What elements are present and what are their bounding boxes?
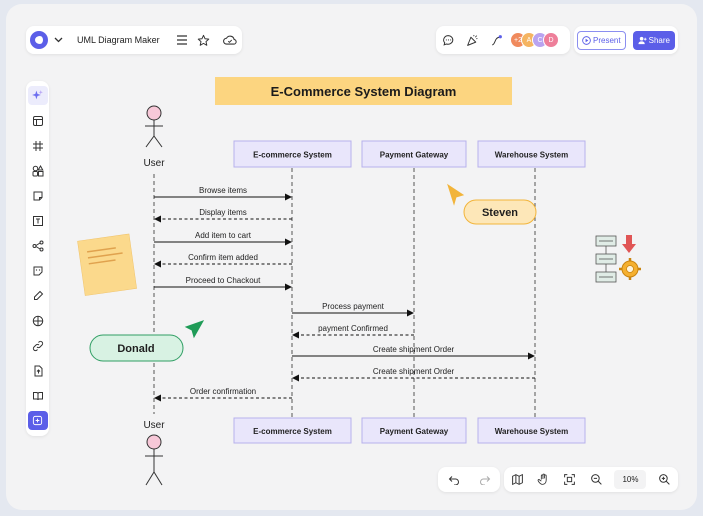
zoom-level[interactable]: 10%	[614, 470, 647, 489]
celebrate-icon[interactable]	[464, 32, 480, 48]
present-label: Present	[593, 35, 621, 45]
message-label: Proceed to Chackout	[186, 276, 261, 285]
participant-ecommerce-top[interactable]: E-commerce System	[233, 140, 352, 168]
workflow-gear-icon	[595, 235, 641, 283]
collaborator-tag-donald: Donald	[89, 334, 184, 362]
view-controls-bar: 10%	[504, 467, 678, 492]
user-add-icon	[638, 36, 647, 44]
message[interactable]: Proceed to Chackout	[154, 276, 292, 291]
participant-label: E-commerce System	[253, 427, 332, 436]
participant-label: Warehouse System	[495, 427, 569, 436]
cursor-steven	[447, 183, 465, 206]
message-label: Process payment	[322, 302, 385, 311]
message-label: Display items	[199, 208, 247, 217]
participant-label: Payment Gateway	[380, 151, 449, 160]
participant-ecommerce-bottom[interactable]: E-commerce System	[233, 417, 352, 444]
collaborator-tag-steven: Steven	[463, 199, 537, 225]
connector-icon[interactable]	[488, 32, 504, 48]
map-icon[interactable]	[509, 472, 525, 488]
star-icon[interactable]	[196, 32, 212, 48]
message-label: Browse items	[199, 186, 247, 195]
plus-icon	[32, 416, 43, 426]
app-frame: UML Diagram Maker +2 A C D	[6, 4, 697, 510]
logo-icon[interactable]	[30, 31, 48, 49]
collaborator-name: Donald	[117, 343, 154, 355]
link-icon[interactable]	[28, 336, 48, 355]
sticker-icon[interactable]	[28, 261, 48, 280]
actor-label-bottom: User	[143, 420, 165, 431]
pen-icon[interactable]	[28, 286, 48, 305]
collaboration-toolbar: +2 A C D	[436, 26, 570, 54]
participant-payment-bottom[interactable]: Payment Gateway	[361, 417, 467, 444]
message-label: Add item to cart	[195, 231, 252, 240]
message[interactable]: Browse items	[154, 186, 292, 201]
diagram-title[interactable]: E-Commerce System Diagram	[215, 77, 512, 105]
zoom-in-icon[interactable]	[657, 472, 673, 488]
frame-icon[interactable]	[28, 136, 48, 155]
chevron-down-icon[interactable]	[54, 35, 63, 46]
message-label: Create shipment Order	[373, 345, 455, 354]
participant-label: Payment Gateway	[380, 427, 449, 436]
library-icon[interactable]	[28, 386, 48, 405]
top-left-toolbar: UML Diagram Maker	[26, 26, 242, 54]
message[interactable]: Process payment	[292, 302, 414, 317]
table-icon[interactable]	[28, 311, 48, 330]
user-actor-top[interactable]	[145, 105, 163, 148]
undo-redo-bar	[438, 467, 500, 492]
message[interactable]: payment Confirmed	[292, 324, 414, 339]
participant-label: Warehouse System	[495, 151, 569, 160]
participant-payment-top[interactable]: Payment Gateway	[361, 140, 467, 168]
cursor-donald	[184, 320, 205, 339]
mind-map-icon[interactable]	[28, 236, 48, 255]
sticky-note[interactable]	[77, 233, 137, 296]
message-label: Order confirmation	[190, 387, 256, 396]
template-icon[interactable]	[28, 111, 48, 130]
redo-icon[interactable]	[477, 472, 493, 488]
shapes-icon[interactable]	[28, 161, 48, 180]
message[interactable]: Display items	[154, 208, 292, 223]
menu-icon[interactable]	[174, 32, 190, 48]
message[interactable]: Confirm item added	[154, 253, 292, 268]
diagram-canvas[interactable]: User User E-commerce System Payment Gate…	[6, 4, 697, 510]
left-sidebar	[26, 81, 49, 436]
present-button[interactable]: Present	[577, 30, 626, 50]
more-tools-button[interactable]	[27, 411, 48, 431]
participant-label: E-commerce System	[253, 151, 332, 160]
hand-icon[interactable]	[535, 472, 551, 488]
comment-icon[interactable]	[440, 32, 456, 48]
avatar[interactable]: D	[543, 32, 559, 48]
fit-screen-icon[interactable]	[562, 472, 578, 488]
user-actor-bottom[interactable]	[145, 434, 163, 486]
participant-warehouse-bottom[interactable]: Warehouse System	[477, 417, 586, 444]
share-label: Share	[648, 35, 670, 45]
message[interactable]: Create shipment Order	[292, 367, 535, 382]
participant-warehouse-top[interactable]: Warehouse System	[477, 140, 586, 168]
collaborator-avatars[interactable]: +2 A C D	[510, 32, 559, 48]
sticky-note-icon[interactable]	[28, 186, 48, 205]
message-label: Confirm item added	[188, 253, 258, 262]
play-icon	[582, 35, 591, 45]
share-button[interactable]: Share	[632, 30, 675, 50]
present-share-bar: Present Share	[574, 26, 678, 54]
actor-label-top: User	[143, 158, 165, 169]
text-box-icon[interactable]	[28, 211, 48, 230]
upload-icon[interactable]	[28, 361, 48, 380]
ai-sparkle-icon[interactable]	[27, 86, 48, 106]
zoom-out-icon[interactable]	[588, 472, 604, 488]
undo-icon[interactable]	[446, 472, 462, 488]
message-label: Create shipment Order	[373, 367, 455, 376]
document-title[interactable]: UML Diagram Maker	[77, 35, 160, 45]
message[interactable]: Create shipment Order	[292, 345, 535, 360]
collaborator-name: Steven	[482, 207, 518, 219]
message[interactable]: Add item to cart	[154, 231, 292, 246]
cloud-sync-icon[interactable]	[222, 32, 238, 48]
message[interactable]: Order confirmation	[154, 387, 292, 402]
message-label: payment Confirmed	[318, 324, 388, 333]
